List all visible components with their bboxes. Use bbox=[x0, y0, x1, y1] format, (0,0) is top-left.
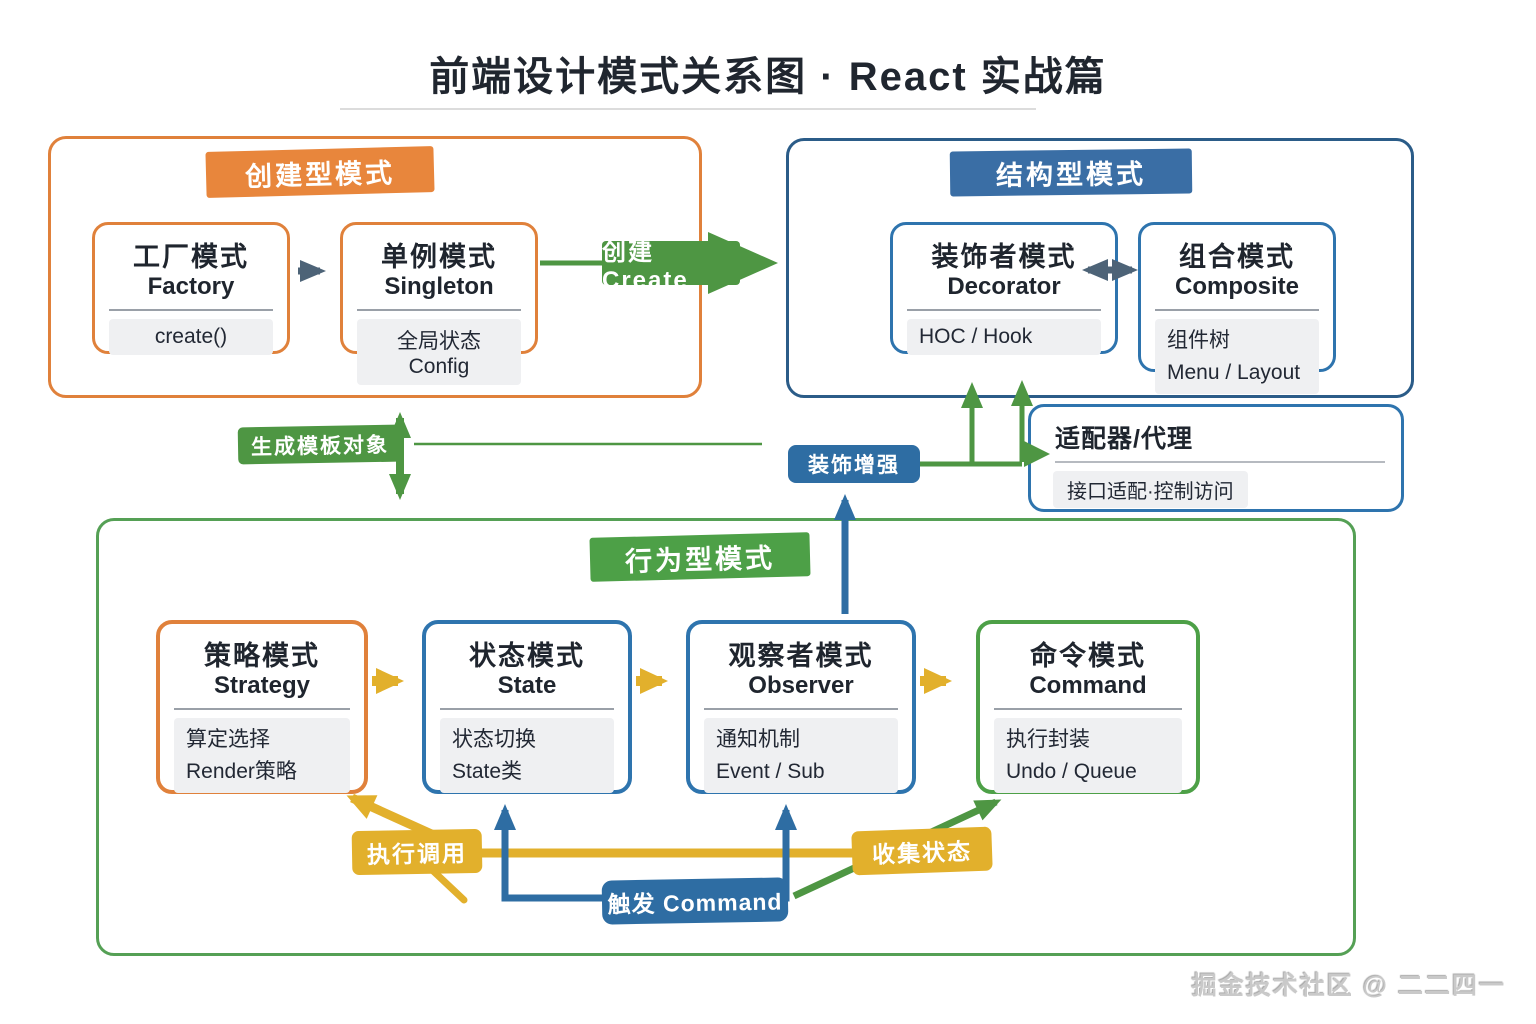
decorator-title-en: Decorator bbox=[947, 273, 1061, 300]
state-title-zh: 状态模式 bbox=[469, 641, 585, 671]
factory-title-en: Factory bbox=[147, 273, 235, 300]
factory-card: 工厂模式 Factory create() bbox=[92, 222, 290, 355]
adapter-proxy-divider bbox=[1055, 461, 1385, 463]
command-detail-line1: 执行封装 bbox=[1006, 728, 1090, 751]
state-detail-line2: State类 bbox=[452, 759, 523, 783]
composite-detail-line1: 组件树 bbox=[1167, 329, 1230, 352]
observer-title-en: Observer bbox=[748, 672, 854, 699]
strategy-card: 策略模式 Strategy 算定选择 Render策略 bbox=[156, 620, 368, 794]
strategy-detail-line2: Render策略 bbox=[186, 759, 297, 783]
command-card: 命令模式 Command 执行封装 Undo / Queue bbox=[976, 620, 1200, 794]
composite-divider bbox=[1155, 309, 1319, 311]
factory-title-zh: 工厂模式 bbox=[133, 242, 249, 272]
composite-detail-line2: Menu / Layout bbox=[1167, 360, 1301, 384]
strategy-detail-line1: 算定选择 bbox=[186, 728, 270, 751]
decorator-detail: HOC / Hook bbox=[907, 319, 1101, 355]
command-title-en: Command bbox=[1029, 672, 1147, 699]
decorator-title-zh: 装饰者模式 bbox=[931, 242, 1077, 272]
command-detail-line2: Undo / Queue bbox=[1006, 759, 1137, 783]
state-title-en: State bbox=[497, 672, 557, 699]
composite-title-en: Composite bbox=[1174, 273, 1299, 300]
watermark: 掘金技术社区 @ 二二四一 bbox=[1191, 972, 1506, 1000]
command-title-zh: 命令模式 bbox=[1030, 641, 1146, 671]
observer-title-zh: 观察者模式 bbox=[728, 641, 874, 671]
composite-card: 组合模式 Composite 组件树 Menu / Layout bbox=[1138, 222, 1336, 394]
create-edge-label: 创建 Create bbox=[602, 239, 740, 294]
trigger-edge-label: 触发 Command bbox=[601, 877, 789, 925]
title-divider bbox=[340, 108, 1036, 110]
page-title: 前端设计模式关系图 · React 实战篇 bbox=[429, 55, 1107, 99]
strategy-title-zh: 策略模式 bbox=[204, 641, 320, 671]
generate-edge-label: 生成模板对象 bbox=[237, 424, 403, 465]
behavioral-badge: 行为型模式 bbox=[589, 532, 811, 582]
collect-edge-label: 收集状态 bbox=[851, 826, 993, 876]
decorator-card: 装饰者模式 Decorator HOC / Hook bbox=[890, 222, 1118, 355]
structural-badge: 结构型模式 bbox=[949, 148, 1193, 197]
state-detail-line1: 状态切换 bbox=[452, 728, 536, 751]
command-divider bbox=[994, 708, 1182, 710]
state-divider bbox=[440, 708, 614, 710]
composite-detail: 组件树 Menu / Layout bbox=[1155, 319, 1319, 394]
command-detail: 执行封装 Undo / Queue bbox=[994, 718, 1182, 793]
creational-badge: 创建型模式 bbox=[205, 146, 435, 198]
singleton-detail: 全局状态 Config bbox=[357, 319, 521, 385]
singleton-title-en: Singleton bbox=[384, 273, 494, 300]
state-card: 状态模式 State 状态切换 State类 bbox=[422, 620, 632, 794]
factory-divider bbox=[109, 309, 273, 311]
observer-detail: 通知机制 Event / Sub bbox=[704, 718, 898, 793]
adapter-proxy-card: 适配器/代理 接口适配·控制访问 bbox=[1028, 404, 1404, 512]
observer-card: 观察者模式 Observer 通知机制 Event / Sub bbox=[686, 620, 916, 794]
strategy-divider bbox=[174, 708, 350, 710]
state-detail: 状态切换 State类 bbox=[440, 718, 614, 793]
decorate-edge-label: 装饰增强 bbox=[788, 445, 920, 483]
decorator-divider bbox=[907, 309, 1101, 311]
factory-detail: create() bbox=[109, 319, 273, 355]
adapter-proxy-detail: 接口适配·控制访问 bbox=[1053, 471, 1248, 508]
observer-detail-line2: Event / Sub bbox=[716, 759, 825, 783]
composite-title-zh: 组合模式 bbox=[1179, 242, 1295, 272]
strategy-title-en: Strategy bbox=[213, 672, 311, 699]
singleton-title-zh: 单例模式 bbox=[381, 242, 497, 272]
singleton-card: 单例模式 Singleton 全局状态 Config bbox=[340, 222, 538, 385]
adapter-proxy-title: 适配器/代理 bbox=[1055, 425, 1193, 453]
observer-divider bbox=[704, 708, 898, 710]
strategy-detail: 算定选择 Render策略 bbox=[174, 718, 350, 793]
singleton-divider bbox=[357, 309, 521, 311]
invoke-edge-label: 执行调用 bbox=[351, 828, 483, 876]
observer-detail-line1: 通知机制 bbox=[716, 728, 800, 751]
